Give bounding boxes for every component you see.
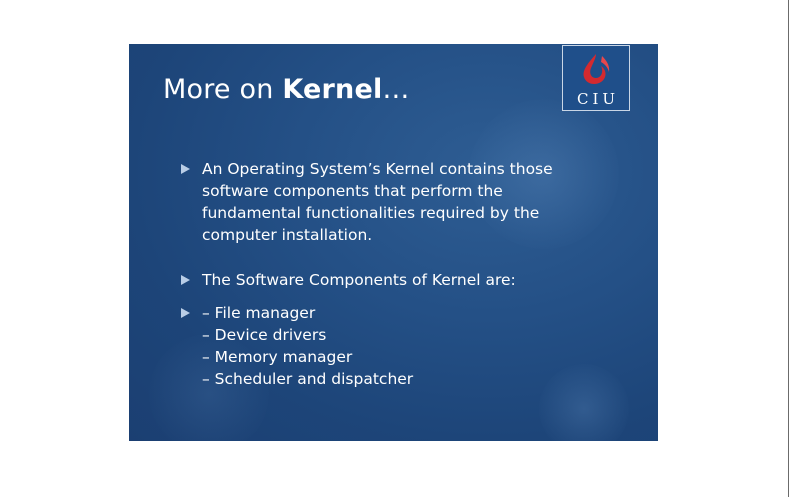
slide: More on Kernel… CIU An Operating System’…: [129, 44, 658, 441]
background-glow: [539, 364, 629, 441]
component-device-drivers: – Device drivers: [202, 326, 327, 344]
slide-title-suffix: …: [382, 74, 410, 105]
background-glow: [149, 334, 269, 441]
logo-text: CIU: [576, 90, 620, 108]
component-scheduler-dispatcher: – Scheduler and dispatcher: [202, 370, 414, 388]
bullet-item: The Software Components of Kernel are:: [181, 269, 651, 291]
slide-title: More on Kernel…: [163, 74, 410, 105]
bullet-arrow-icon: [181, 275, 190, 285]
page-edge-divider: [788, 0, 789, 497]
bullet-text-line: software components that perform the: [202, 182, 503, 200]
background-glow: [469, 99, 619, 249]
slide-title-bold: Kernel: [282, 74, 383, 105]
bullet-list: An Operating System’s Kernel contains th…: [181, 158, 651, 390]
component-memory-manager: – Memory manager: [202, 348, 353, 366]
ciu-logo: CIU: [562, 45, 630, 111]
bullet-text-line: fundamental functionalities required by …: [202, 204, 540, 222]
flame-swirl-icon: [583, 54, 610, 85]
slide-title-prefix: More on: [163, 74, 283, 105]
bullet-item: An Operating System’s Kernel contains th…: [181, 158, 651, 246]
bullet-text-line: computer installation.: [202, 226, 373, 244]
bullet-arrow-icon: [181, 308, 190, 318]
bullet-text-line: An Operating System’s Kernel contains th…: [202, 160, 553, 178]
bullet-arrow-icon: [181, 164, 190, 174]
component-file-manager: – File manager: [202, 304, 316, 322]
bullet-text-line: The Software Components of Kernel are:: [202, 271, 516, 289]
bullet-item: – File manager – Device drivers – Memory…: [181, 302, 651, 390]
